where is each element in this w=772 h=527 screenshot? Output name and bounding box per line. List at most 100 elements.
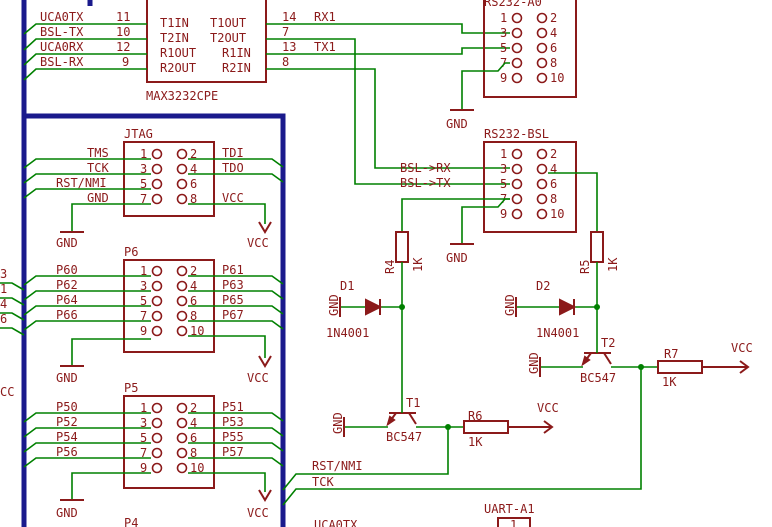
pin-number: 3 bbox=[140, 279, 147, 293]
net-label: P61 bbox=[222, 263, 244, 277]
edge-label: 6 bbox=[0, 312, 7, 326]
gnd-label: GND bbox=[56, 506, 78, 520]
d1-triangle bbox=[365, 298, 383, 316]
max3232-net-label: UCA0TX bbox=[40, 10, 84, 24]
edge-label: 3 bbox=[0, 267, 7, 281]
t1-arrow bbox=[386, 415, 396, 427]
pin-number: 2 bbox=[190, 147, 197, 161]
t2-label: T2 bbox=[601, 336, 615, 350]
max3232-pin-number: 11 bbox=[116, 10, 130, 24]
r5-value: 1K bbox=[606, 257, 620, 272]
jtag-label: JTAG bbox=[124, 127, 153, 141]
vcc-label: VCC bbox=[247, 506, 269, 520]
max3232-wires bbox=[23, 23, 510, 185]
pin-number: 1 bbox=[510, 518, 517, 527]
net-label: TDO bbox=[222, 161, 244, 175]
t2-transistor: T2 BC547 GND bbox=[527, 336, 658, 385]
vcc-label: VCC bbox=[247, 236, 269, 250]
pin-number: 7 bbox=[140, 192, 147, 206]
rs232-top-body bbox=[483, 0, 577, 98]
net-label: P65 bbox=[222, 293, 244, 307]
pin-number: 6 bbox=[190, 294, 197, 308]
vcc-arrow bbox=[258, 489, 272, 502]
net-label: UCA0TX bbox=[314, 518, 358, 527]
net-label: TDI bbox=[222, 146, 244, 160]
r4-resistor: R4 1K bbox=[383, 231, 425, 408]
vcc-arrow bbox=[258, 221, 272, 234]
edge-label: 4 bbox=[0, 297, 7, 311]
net-label: TMS bbox=[87, 146, 109, 160]
pin-number: 10 bbox=[550, 71, 564, 85]
p5-label: P5 bbox=[124, 381, 138, 395]
vcc-label: VCC bbox=[537, 401, 559, 415]
pin-number: 2 bbox=[190, 264, 197, 278]
vcc-label: VCC bbox=[731, 341, 753, 355]
gnd-label: GND bbox=[527, 352, 541, 374]
junction-dot bbox=[445, 424, 451, 430]
net-label: P50 bbox=[56, 400, 78, 414]
pin-number: 9 bbox=[500, 71, 507, 85]
r6-label: R6 bbox=[468, 409, 482, 423]
net-label: BSL->RX bbox=[400, 161, 451, 175]
uart-label: UART-A1 bbox=[484, 502, 535, 516]
uart-connector: UART-A1 1 UCA0TX bbox=[314, 502, 535, 527]
net-label: P53 bbox=[222, 415, 244, 429]
pin-number: 1 bbox=[140, 147, 147, 161]
gnd-label: GND bbox=[446, 251, 468, 265]
pin-number: 10 bbox=[550, 207, 564, 221]
max3232-pin-number: 14 bbox=[282, 10, 296, 24]
r4-body bbox=[395, 231, 409, 263]
pin-number: 4 bbox=[190, 162, 197, 176]
net-label: P66 bbox=[56, 308, 78, 322]
net-label: P64 bbox=[56, 293, 78, 307]
r7-value: 1K bbox=[662, 375, 677, 389]
t2-part: BC547 bbox=[580, 371, 616, 385]
pin-number: 7 bbox=[140, 446, 147, 460]
max3232-pin-number: 8 bbox=[282, 55, 289, 69]
edge-vcc-label: CC bbox=[0, 385, 14, 399]
pin-number: 2 bbox=[550, 11, 557, 25]
gnd-label: GND bbox=[503, 294, 517, 316]
r7-label: R7 bbox=[664, 347, 678, 361]
net-label: VCC bbox=[222, 191, 244, 205]
pin-number: 3 bbox=[500, 26, 507, 40]
r7-resistor: R7 1K VCC bbox=[657, 341, 753, 389]
rs232-top-pins: 1 3 5 7 9 2 4 6 8 10 bbox=[500, 11, 564, 85]
bus bbox=[21, 0, 286, 527]
net-label: P55 bbox=[222, 430, 244, 444]
pin-number: 8 bbox=[190, 446, 197, 460]
net-label: P57 bbox=[222, 445, 244, 459]
pin-number: 1 bbox=[140, 401, 147, 415]
junction-dot bbox=[399, 304, 405, 310]
net-label: BSL->TX bbox=[400, 176, 451, 190]
pin-number: 8 bbox=[550, 192, 557, 206]
pin-number: 4 bbox=[190, 279, 197, 293]
edge-label: 1 bbox=[0, 282, 7, 296]
max3232-port: T1IN bbox=[160, 16, 189, 30]
net-label: P56 bbox=[56, 445, 78, 459]
gnd-label: GND bbox=[56, 236, 78, 250]
pin-number: 6 bbox=[190, 431, 197, 445]
pin-number: 3 bbox=[140, 162, 147, 176]
t1-label: T1 bbox=[406, 396, 420, 410]
pin-number: 6 bbox=[550, 41, 557, 55]
jtag-connector: JTAG 1 3 5 7 2 4 6 8 TMS TCK RST/NMI GND… bbox=[23, 127, 284, 250]
p6-pins: 1 3 5 7 9 2 4 6 8 10 bbox=[140, 264, 204, 338]
t1-collector bbox=[408, 412, 417, 425]
gnd-label: GND bbox=[327, 294, 341, 316]
gnd-label: GND bbox=[331, 412, 345, 434]
vcc-arrow bbox=[508, 420, 554, 434]
pin-number: 1 bbox=[140, 264, 147, 278]
pin-number: 4 bbox=[550, 162, 557, 176]
max3232-net-label: UCA0RX bbox=[40, 40, 84, 54]
net-label: P63 bbox=[222, 278, 244, 292]
d2-triangle bbox=[559, 298, 577, 316]
max3232-port: R2OUT bbox=[160, 61, 196, 75]
r7-body bbox=[657, 360, 703, 374]
pin-number: 3 bbox=[500, 162, 507, 176]
d1-part: 1N4001 bbox=[326, 326, 369, 340]
max3232-pin-number: 9 bbox=[122, 55, 129, 69]
pin-number: 8 bbox=[190, 192, 197, 206]
pin-number: 5 bbox=[140, 177, 147, 191]
